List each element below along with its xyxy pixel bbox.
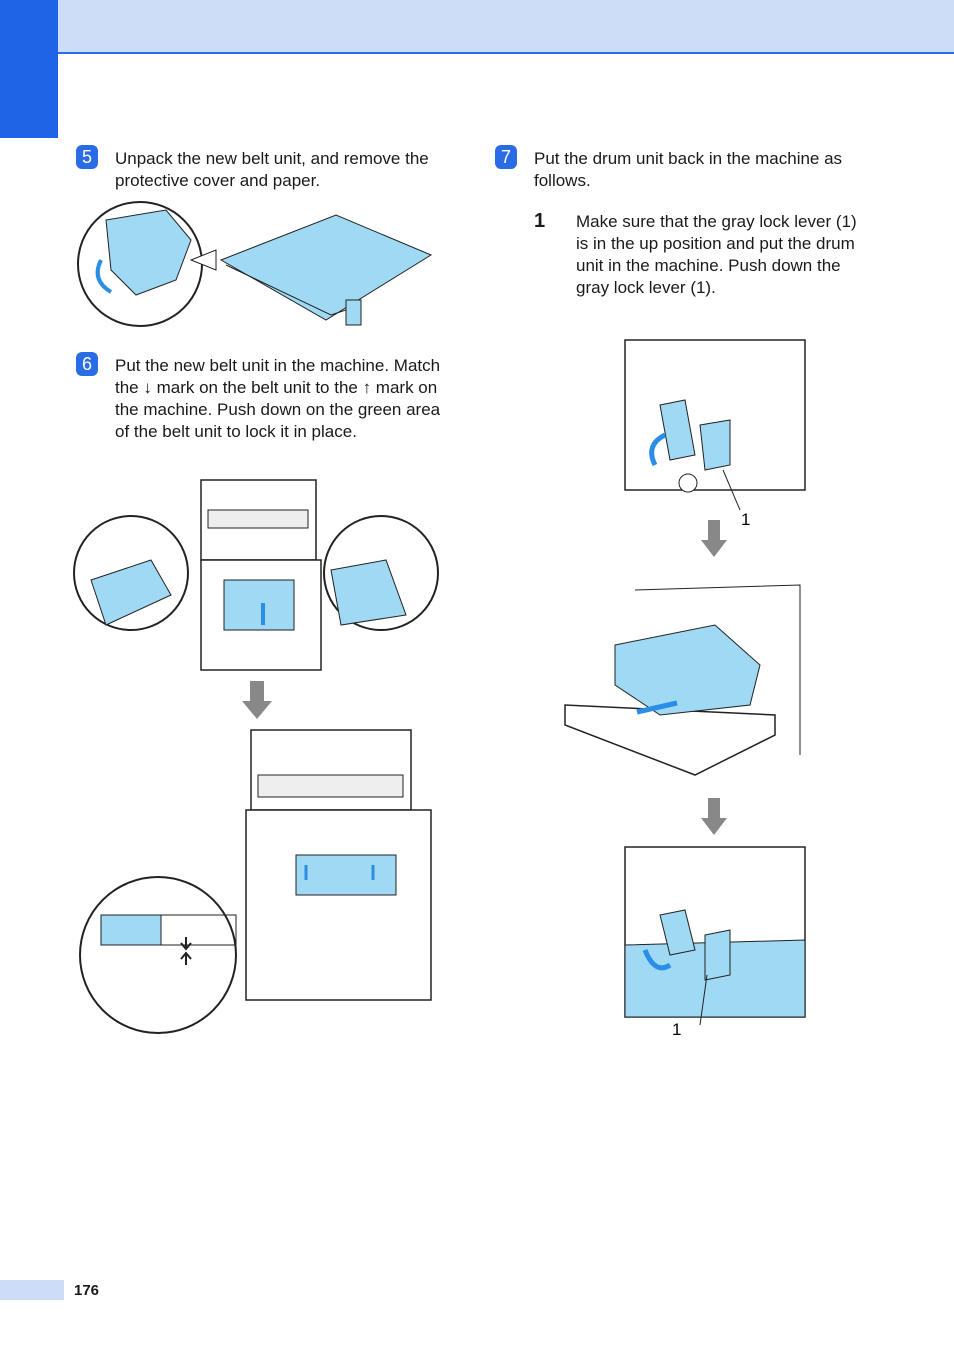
substep-1-number: 1 — [534, 210, 546, 232]
substep-1-text: Make sure that the gray lock lever (1) i… — [576, 212, 857, 297]
step-5-text: Unpack the new belt unit, and remove the… — [115, 149, 429, 190]
drum-unit-illustration: 1 1 — [564, 339, 806, 1039]
callout-label-top: 1 — [741, 510, 750, 529]
step-7-number: 7 — [495, 145, 517, 169]
step-6-text: Put the new belt unit in the machine. Ma… — [115, 356, 441, 441]
page-number: 176 — [74, 1282, 100, 1299]
header-bar — [58, 0, 954, 54]
page-number-tab — [0, 1280, 64, 1300]
step-7-text: Put the drum unit back in the machine as… — [534, 149, 843, 190]
callout-label-bottom: 1 — [672, 1020, 681, 1039]
belt-unit-unpack-illustration — [77, 201, 433, 327]
step-6-number: 6 — [76, 352, 98, 376]
step-5-number: 5 — [76, 145, 98, 169]
chapter-tab — [0, 0, 58, 138]
belt-unit-install-illustration — [73, 479, 439, 1034]
